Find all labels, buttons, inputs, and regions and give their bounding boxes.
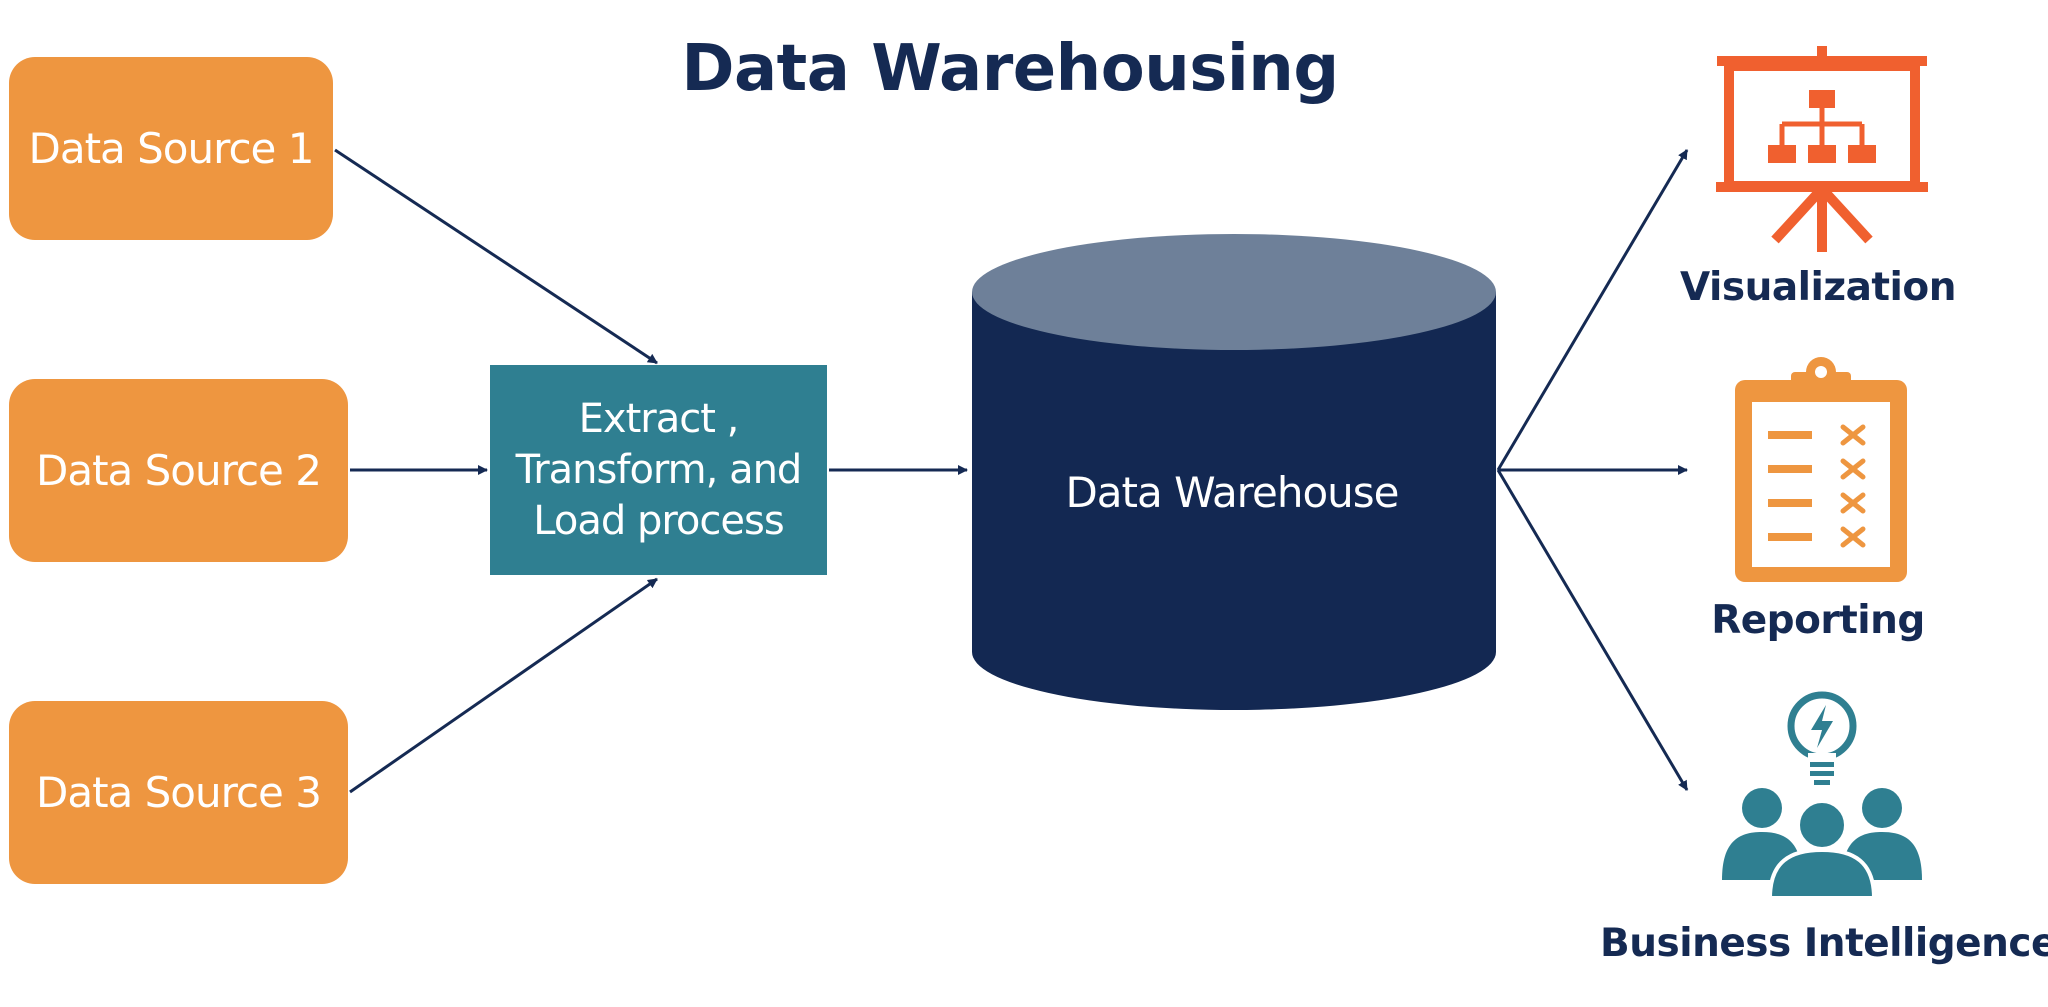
- data-source-1-label: Data Source 1: [28, 124, 315, 173]
- etl-process-label: Extract , Transform, and Load process: [515, 395, 803, 544]
- data-source-2-box: Data Source 2: [9, 379, 348, 562]
- presentation-board-icon: [1716, 46, 1928, 252]
- clipboard-checklist-icon: [1735, 357, 1907, 582]
- etl-process-box: Extract , Transform, and Load process: [490, 365, 827, 575]
- arrow-warehouse-to-bi: [1496, 469, 1689, 791]
- data-source-3-label: Data Source 3: [36, 768, 322, 817]
- arrow-source1-to-etl: [334, 148, 658, 365]
- arrow-warehouse-to-visualization: [1496, 149, 1689, 471]
- diagram-title: Data Warehousing: [681, 32, 1339, 106]
- team-lightbulb-icon: [1722, 691, 1922, 900]
- data-source-2-label: Data Source 2: [36, 446, 322, 495]
- data-source-3-box: Data Source 3: [9, 701, 348, 884]
- data-source-1-box: Data Source 1: [9, 57, 333, 240]
- data-warehouse-cylinder: [972, 234, 1496, 710]
- visualization-label: Visualization: [1680, 265, 1956, 310]
- business-intelligence-label: Business Intelligence: [1600, 921, 2048, 966]
- reporting-label: Reporting: [1711, 598, 1925, 643]
- arrow-source3-to-etl: [349, 577, 658, 794]
- data-warehouse-label: Data Warehouse: [1065, 468, 1399, 517]
